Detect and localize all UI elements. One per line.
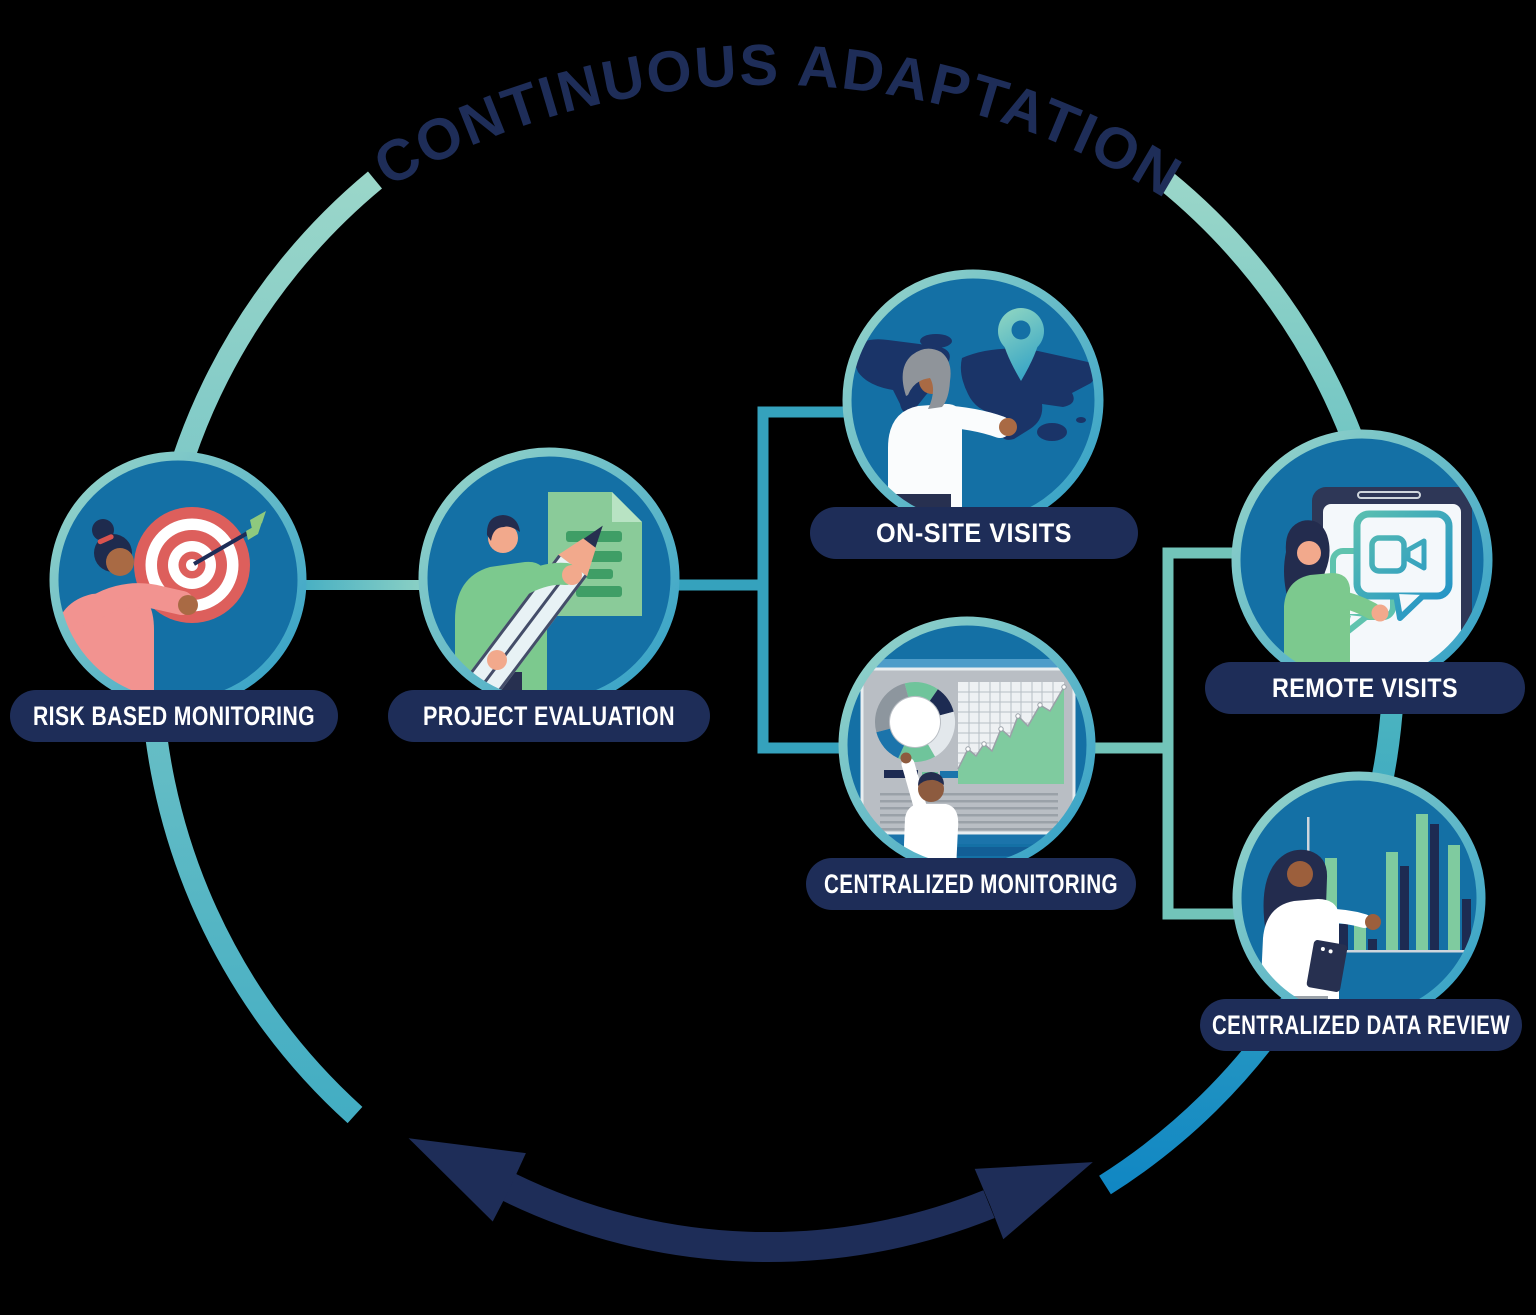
label-risk-based-monitoring: RISK BASED MONITORING bbox=[10, 690, 338, 742]
node-centralized-data-review bbox=[1232, 771, 1486, 1025]
node-label: PROJECT EVALUATION bbox=[423, 701, 675, 731]
arrowhead-right-icon bbox=[974, 1162, 1093, 1240]
connector-cm-branch bbox=[1090, 547, 1236, 920]
label-centralized-data-review: CENTRALIZED DATA REVIEW bbox=[1200, 999, 1522, 1051]
label-on-site-visits: ON-SITE VISITS bbox=[810, 507, 1138, 559]
donut-chart-icon bbox=[875, 682, 956, 762]
diagram-title: CONTINUOUS ADAPTATION bbox=[363, 33, 1193, 211]
node-centralized-monitoring bbox=[838, 616, 1096, 874]
pencil-document-icon bbox=[451, 492, 642, 704]
dashboard-charts-icon bbox=[843, 659, 1091, 869]
node-on-site-visits bbox=[842, 269, 1104, 531]
node-label: ON-SITE VISITS bbox=[876, 518, 1072, 548]
node-label: RISK BASED MONITORING bbox=[33, 701, 315, 731]
node-project-evaluation bbox=[418, 447, 680, 709]
node-risk-based-monitoring bbox=[49, 451, 307, 709]
node-remote-visits bbox=[1231, 429, 1493, 691]
arrowhead-left-icon bbox=[408, 1138, 526, 1222]
tablet-video-call-icon bbox=[1284, 487, 1472, 686]
label-remote-visits: REMOTE VISITS bbox=[1205, 662, 1525, 714]
bar-chart-presenter-icon bbox=[1260, 814, 1479, 1020]
label-project-evaluation: PROJECT EVALUATION bbox=[388, 690, 710, 742]
world-map-pin-icon bbox=[850, 308, 1097, 514]
label-centralized-monitoring: CENTRALIZED MONITORING bbox=[806, 858, 1136, 910]
node-label: REMOTE VISITS bbox=[1272, 673, 1458, 703]
cycle-arrow bbox=[408, 1138, 1093, 1262]
video-camera-icon bbox=[1369, 535, 1407, 574]
node-label: CENTRALIZED DATA REVIEW bbox=[1212, 1010, 1510, 1040]
node-label: CENTRALIZED MONITORING bbox=[824, 869, 1118, 899]
connector-pe-branch bbox=[670, 406, 846, 754]
clipboard-icon bbox=[1306, 940, 1348, 992]
